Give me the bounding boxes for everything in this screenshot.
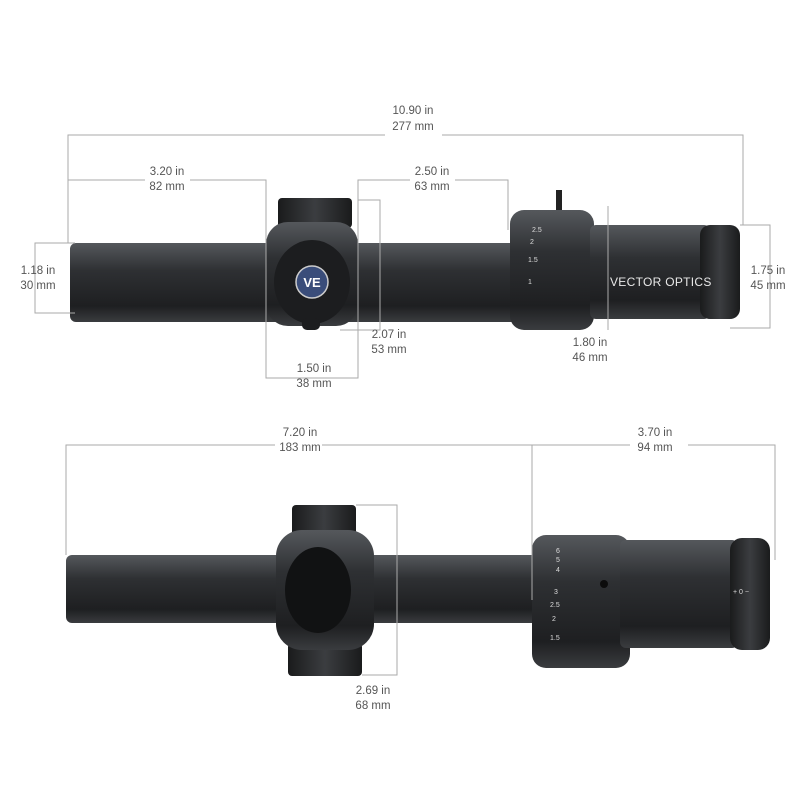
magnification-marks: 1.5 2 2.5 3 4 5 6 + 0 − — [550, 548, 749, 642]
turret-height-in: 2.07 in — [372, 329, 407, 341]
mag-mark: 1.5 — [528, 257, 538, 264]
top-dimension-lines — [34, 134, 771, 379]
bottom-turret-knob — [288, 643, 362, 676]
turret-cap — [285, 547, 351, 633]
brand-logo-icon — [295, 265, 329, 299]
turret-width-in: 1.50 in — [297, 363, 332, 375]
overall-length-mm: 277 mm — [392, 121, 434, 133]
magnification-marks: 1 1.5 2 2.5 — [528, 227, 542, 286]
eyepiece-diameter-mm: 45 mm — [750, 280, 785, 292]
diopter-ring — [700, 225, 740, 319]
power-ring-diameter-in: 1.80 in — [573, 337, 608, 349]
mag-mark: 4 — [556, 567, 560, 574]
front-tube-in: 3.20 in — [150, 166, 185, 178]
side-dimension-labels: 7.20 in 183 mm 3.70 in 94 mm 2.69 in 68 … — [279, 427, 672, 712]
rear-tube-in: 2.50 in — [415, 166, 450, 178]
overall-length-in: 10.90 in — [393, 105, 434, 117]
mag-mark: 1 — [528, 279, 532, 286]
front-length-mm: 183 mm — [279, 442, 321, 454]
elevation-turret-knob — [278, 198, 352, 228]
scope-top-view: VE VECTOR OPTICS 1 1.5 2 2.5 — [70, 190, 740, 330]
turret-height-mm: 53 mm — [371, 344, 406, 356]
turret-height-in: 2.69 in — [356, 685, 391, 697]
top-turret-knob — [292, 505, 356, 537]
scope-side-view: 1.5 2 2.5 3 4 5 6 + 0 − — [66, 505, 770, 676]
tube-diameter-in: 1.18 in — [21, 265, 56, 277]
windage-knob-tip — [302, 318, 320, 330]
diopter-ring — [730, 538, 770, 650]
front-tube-mm: 82 mm — [149, 181, 184, 193]
mag-mark: 5 — [556, 557, 560, 564]
mag-mark: 3 — [554, 589, 558, 596]
throw-lever-pin — [556, 190, 562, 212]
mag-mark: 2.5 — [550, 602, 560, 609]
diopter-mark: + 0 − — [733, 589, 749, 596]
front-length-in: 7.20 in — [283, 427, 318, 439]
power-ring-diameter-mm: 46 mm — [572, 352, 607, 364]
eyepiece-length-in: 3.70 in — [638, 427, 673, 439]
tube-diameter-mm: 30 mm — [20, 280, 55, 292]
logo-mark: VE — [303, 275, 321, 290]
throw-lever-hole-icon — [600, 580, 608, 588]
rear-tube-mm: 63 mm — [414, 181, 449, 193]
eyepiece-bell — [620, 540, 738, 648]
mag-mark: 1.5 — [550, 635, 560, 642]
eyepiece-length-mm: 94 mm — [637, 442, 672, 454]
side-dimension-lines — [65, 444, 776, 676]
turret-width-mm: 38 mm — [296, 378, 331, 390]
mag-mark: 2 — [552, 616, 556, 623]
power-ring — [532, 535, 630, 668]
turret-height-mm: 68 mm — [355, 700, 390, 712]
eyepiece-bell — [590, 225, 710, 319]
eyepiece-diameter-in: 1.75 in — [751, 265, 786, 277]
mag-mark: 6 — [556, 548, 560, 555]
mag-mark: 2 — [530, 239, 534, 246]
mag-mark: 2.5 — [532, 227, 542, 234]
brand-logo-text: VECTOR OPTICS — [610, 275, 712, 289]
power-ring — [510, 210, 594, 330]
top-dimension-labels: 10.90 in 277 mm 3.20 in 82 mm 2.50 in 63… — [20, 105, 785, 390]
